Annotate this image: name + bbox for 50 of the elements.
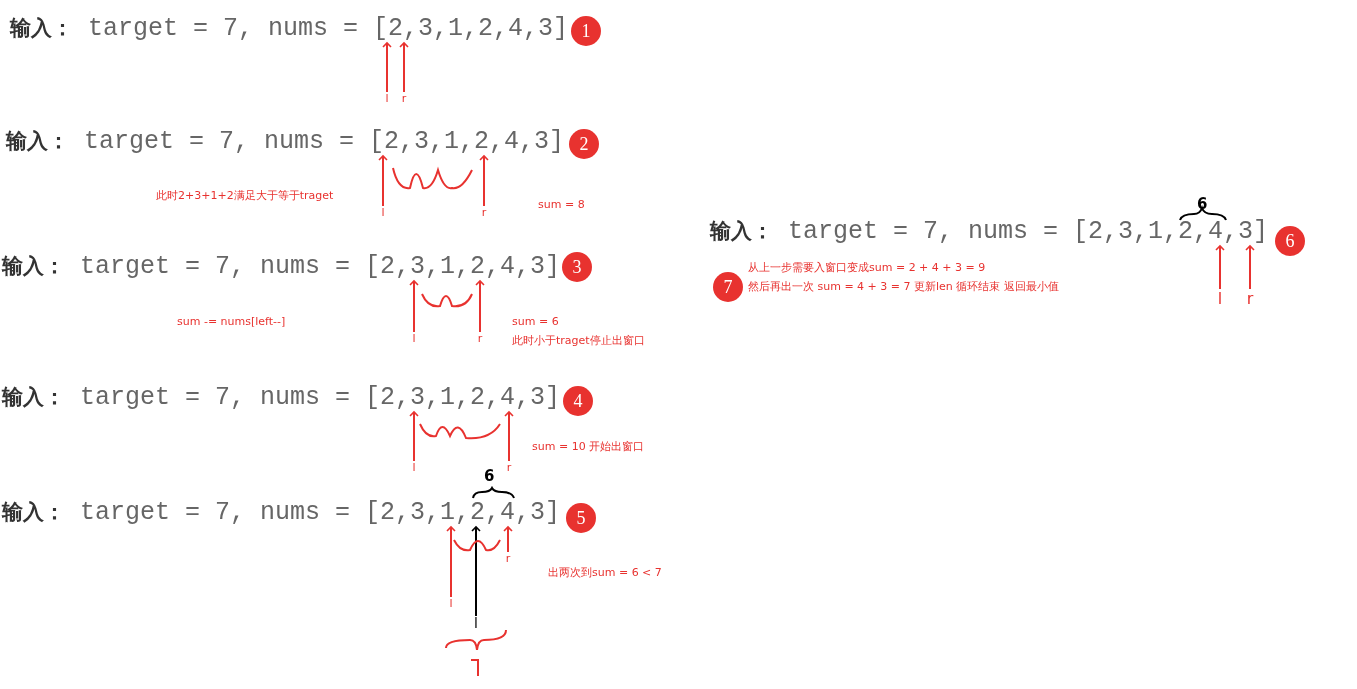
step-number: 2 bbox=[569, 129, 599, 159]
pointer-arrow bbox=[382, 42, 392, 93]
annotation-note: sum = 8 bbox=[538, 198, 585, 212]
pointer-label: l bbox=[446, 598, 456, 610]
pointer-arrow bbox=[378, 155, 388, 207]
handwritten-number: 6 bbox=[1197, 196, 1208, 212]
pointer-arrow bbox=[409, 411, 419, 462]
step-number: 7 bbox=[713, 272, 743, 302]
pointer-label: r bbox=[1244, 290, 1256, 308]
annotation-note: sum = 6 bbox=[512, 315, 559, 329]
pointer-arrow bbox=[504, 411, 514, 462]
pointer-arrow bbox=[1215, 245, 1225, 290]
pointer-label: l bbox=[1214, 290, 1226, 308]
pointer-label: l bbox=[471, 617, 481, 629]
pointer-arrow bbox=[1245, 245, 1255, 290]
pointer-arrow bbox=[479, 155, 489, 207]
pointer-label: l bbox=[382, 93, 392, 105]
pointer-label: r bbox=[504, 462, 514, 474]
pointer-label: l bbox=[378, 207, 388, 219]
pointer-label: r bbox=[503, 553, 513, 565]
step-number: 4 bbox=[563, 386, 593, 416]
step-number: 1 bbox=[571, 16, 601, 46]
pointer-arrow bbox=[471, 526, 481, 617]
pointer-label: r bbox=[399, 93, 409, 105]
pointer-label: r bbox=[475, 333, 485, 345]
input-line: 输入： target = 7, nums = [2,3,1,2,4,3] bbox=[2, 253, 561, 280]
input-line: 输入： target = 7, nums = [2,3,1,2,4,3] bbox=[2, 384, 561, 411]
pointer-label: r bbox=[479, 207, 489, 219]
step-number: 6 bbox=[1275, 226, 1305, 256]
annotation-note: 出两次到sum = 6 < 7 bbox=[548, 566, 662, 580]
pointer-arrow bbox=[503, 526, 513, 553]
input-line: 输入： target = 7, nums = [2,3,1,2,4,3] bbox=[6, 128, 565, 155]
pointer-label: l bbox=[409, 462, 419, 474]
pointer-arrow bbox=[409, 280, 419, 333]
annotation-note: 此时2+3+1+2满足大于等于traget bbox=[156, 189, 334, 203]
input-line: 输入： target = 7, nums = [2,3,1,2,4,3] bbox=[2, 499, 561, 526]
input-line: 输入： target = 7, nums = [2,3,1,2,4,3] bbox=[710, 218, 1269, 245]
annotation-note: 然后再出一次 sum = 4 + 3 = 7 更新len 循环结束 返回最小值 bbox=[748, 280, 1059, 294]
annotation-note: sum -= nums[left--] bbox=[177, 315, 286, 329]
step-number: 3 bbox=[562, 252, 592, 282]
handwritten-number: 6 bbox=[484, 468, 495, 484]
step-number: 5 bbox=[566, 503, 596, 533]
annotation-note: 此时小于traget停止出窗口 bbox=[512, 334, 645, 348]
annotation-note: 从上一步需要入窗口变成sum = 2 + 4 + 3 = 9 bbox=[748, 261, 986, 275]
pointer-label: l bbox=[409, 333, 419, 345]
pointer-arrow bbox=[399, 42, 409, 93]
pointer-arrow bbox=[446, 526, 456, 598]
input-line: 输入： target = 7, nums = [2,3,1,2,4,3] bbox=[10, 15, 569, 42]
pointer-arrow bbox=[475, 280, 485, 333]
annotation-note: sum = 10 开始出窗口 bbox=[532, 440, 645, 454]
